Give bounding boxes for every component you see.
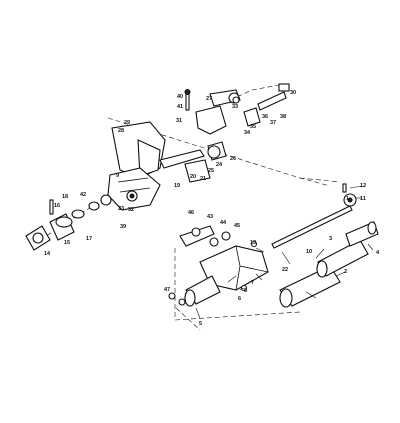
callout-23: 23 [118, 206, 124, 212]
callout-28: 28 [118, 128, 124, 134]
callout-6: 6 [238, 296, 241, 302]
callout-31: 31 [176, 118, 182, 124]
callout-30: 30 [290, 90, 296, 96]
callout-22: 22 [282, 267, 288, 273]
callout-39: 39 [120, 224, 126, 230]
callout-1: 1 [346, 196, 349, 202]
callout-41: 41 [177, 104, 183, 110]
callout-9: 9 [116, 173, 119, 179]
callout-3: 3 [329, 236, 332, 242]
callout-29: 29 [124, 120, 130, 126]
callout-38: 38 [280, 114, 286, 120]
callout-10: 10 [306, 249, 312, 255]
callout-5: 5 [199, 321, 202, 327]
main-bracket-assembly [107, 121, 211, 211]
callout-7: 7 [251, 280, 254, 286]
left-end-parts [25, 194, 112, 251]
callout-21: 21 [200, 176, 206, 182]
callout-33: 33 [232, 104, 238, 110]
callout-47: 47 [164, 287, 170, 293]
callout-17: 17 [86, 236, 92, 242]
callout-45: 45 [234, 223, 240, 229]
callout-36: 36 [262, 114, 268, 120]
callout-42: 42 [80, 192, 86, 198]
callout-43: 43 [207, 214, 213, 220]
callout-35: 35 [250, 124, 256, 130]
callout-11: 11 [360, 196, 366, 202]
cylinder-assembly [168, 221, 379, 308]
callout-37: 37 [270, 120, 276, 126]
callout-44: 44 [220, 220, 227, 226]
callout-13: 13 [250, 240, 256, 246]
callout-26: 26 [230, 156, 236, 162]
callout-25: 25 [208, 168, 214, 174]
callout-2: 2 [344, 269, 347, 275]
callout-20: 20 [190, 174, 196, 180]
callout-34: 34 [244, 130, 251, 136]
callout-16: 16 [54, 203, 60, 209]
callout-4: 4 [376, 250, 380, 256]
callout-40: 40 [177, 94, 183, 100]
callout-27: 27 [206, 96, 212, 102]
callout-12: 12 [360, 183, 366, 189]
callout-18: 18 [62, 194, 68, 200]
callout-32: 32 [128, 207, 134, 213]
callout-46: 46 [188, 210, 194, 216]
leader-lines [195, 185, 374, 319]
callout-15: 15 [64, 240, 70, 246]
callout-labels: 1 2 3 4 5 6 7 8 9 10 11 12 13 14 15 16 1… [44, 90, 380, 327]
callout-24: 24 [216, 162, 223, 168]
long-shaft [271, 183, 357, 249]
callout-8: 8 [244, 288, 247, 294]
upper-linkage-parts [184, 83, 290, 161]
callout-19: 19 [174, 183, 180, 189]
callout-14: 14 [44, 251, 51, 257]
